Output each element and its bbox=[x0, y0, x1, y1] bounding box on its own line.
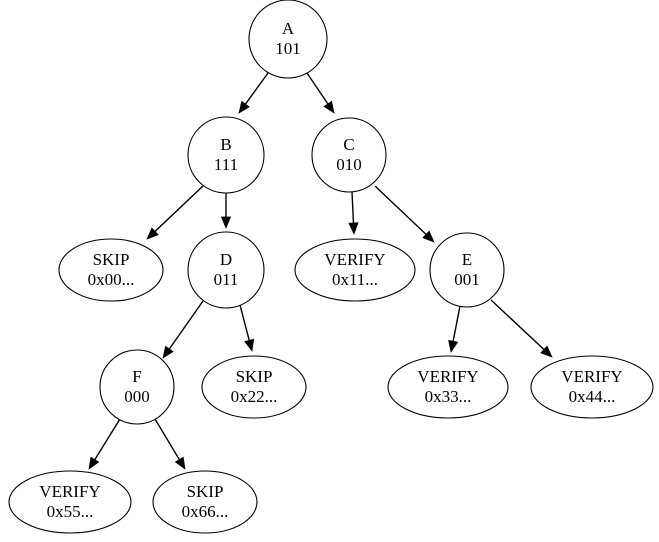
edge-line bbox=[306, 72, 329, 105]
node-label-secondary: 0x44... bbox=[569, 387, 616, 406]
node-label-primary: VERIFY bbox=[39, 482, 100, 501]
node-shape-ellipse bbox=[201, 355, 307, 419]
edge-layer bbox=[88, 72, 553, 470]
arrowhead-icon bbox=[244, 338, 255, 352]
node-label-primary: VERIFY bbox=[324, 250, 385, 269]
node-label-primary: VERIFY bbox=[417, 367, 478, 386]
node-v5[interactable]: VERIFY0x55... bbox=[8, 470, 132, 534]
node-shape-circle bbox=[187, 116, 265, 194]
node-shape-circle bbox=[429, 232, 505, 308]
node-label-primary: C bbox=[343, 135, 354, 154]
node-s6[interactable]: SKIP0x66... bbox=[152, 470, 258, 534]
edge-line bbox=[168, 300, 204, 350]
edge-c-to-v1 bbox=[348, 191, 359, 235]
edge-d-to-s2 bbox=[239, 304, 255, 352]
edge-line bbox=[154, 185, 204, 232]
node-shape-ellipse bbox=[530, 355, 654, 419]
edge-line bbox=[490, 299, 545, 351]
arrowhead-icon bbox=[422, 230, 435, 243]
arrowhead-icon bbox=[348, 222, 359, 235]
node-shape-ellipse bbox=[8, 470, 132, 534]
edge-line bbox=[244, 72, 269, 105]
node-label-primary: B bbox=[220, 135, 231, 154]
node-label-secondary: 010 bbox=[336, 155, 362, 174]
arrowhead-icon bbox=[174, 456, 186, 470]
edge-f-to-s6 bbox=[154, 418, 186, 470]
node-label-secondary: 0x66... bbox=[182, 502, 229, 521]
arrowhead-icon bbox=[220, 216, 232, 229]
arrowhead-icon bbox=[238, 100, 250, 114]
arrowhead-icon bbox=[162, 345, 174, 359]
node-label-primary: SKIP bbox=[236, 367, 273, 386]
node-label-secondary: 101 bbox=[275, 39, 301, 58]
node-label-secondary: 111 bbox=[214, 155, 238, 174]
node-shape-circle bbox=[187, 231, 265, 309]
node-shape-circle bbox=[248, 0, 328, 79]
edge-line bbox=[94, 418, 121, 461]
edge-line bbox=[239, 304, 250, 341]
node-v4[interactable]: VERIFY0x44... bbox=[530, 355, 654, 419]
edge-d-to-f bbox=[162, 300, 204, 359]
node-v3[interactable]: VERIFY0x33... bbox=[387, 355, 509, 419]
edge-line bbox=[374, 185, 427, 235]
edge-a-to-b bbox=[238, 72, 269, 114]
node-shape-ellipse bbox=[387, 355, 509, 419]
node-label-primary: D bbox=[220, 250, 232, 269]
arrowhead-icon bbox=[146, 227, 159, 240]
edge-a-to-c bbox=[306, 72, 335, 114]
arrowhead-icon bbox=[448, 339, 459, 353]
edge-f-to-v5 bbox=[88, 418, 121, 470]
node-label-secondary: 0x22... bbox=[231, 387, 278, 406]
edge-b-to-s0 bbox=[146, 185, 204, 240]
edge-e-to-v4 bbox=[490, 299, 553, 358]
node-s2[interactable]: SKIP0x22... bbox=[201, 355, 307, 419]
node-label-secondary: 001 bbox=[454, 270, 480, 289]
edge-b-to-d bbox=[220, 193, 232, 229]
arrowhead-icon bbox=[540, 345, 553, 358]
node-label-primary: VERIFY bbox=[561, 367, 622, 386]
node-shape-ellipse bbox=[58, 238, 164, 302]
node-label-primary: E bbox=[462, 250, 472, 269]
node-label-secondary: 0x11... bbox=[332, 270, 378, 289]
node-shape-circle bbox=[311, 117, 387, 193]
node-label-primary: SKIP bbox=[187, 482, 224, 501]
edge-line bbox=[154, 418, 180, 460]
node-label-primary: SKIP bbox=[93, 250, 130, 269]
node-label-secondary: 011 bbox=[214, 270, 239, 289]
arrowhead-icon bbox=[88, 456, 100, 470]
node-shape-circle bbox=[99, 349, 175, 425]
node-label-primary: A bbox=[282, 19, 295, 38]
node-v1[interactable]: VERIFY0x11... bbox=[294, 238, 416, 302]
node-label-secondary: 0x00... bbox=[88, 270, 135, 289]
node-label-secondary: 0x55... bbox=[47, 502, 94, 521]
node-label-primary: F bbox=[132, 367, 141, 386]
edge-line bbox=[452, 305, 461, 342]
node-shape-ellipse bbox=[152, 470, 258, 534]
edge-c-to-e bbox=[374, 185, 435, 243]
node-s0[interactable]: SKIP0x00... bbox=[58, 238, 164, 302]
node-shape-ellipse bbox=[294, 238, 416, 302]
arrowhead-icon bbox=[323, 100, 335, 114]
node-layer: A101B111C010SKIP0x00...D011VERIFY0x11...… bbox=[8, 0, 654, 534]
node-label-secondary: 0x33... bbox=[425, 387, 472, 406]
node-label-secondary: 000 bbox=[124, 387, 150, 406]
edge-line bbox=[351, 191, 355, 224]
edge-e-to-v3 bbox=[448, 305, 461, 353]
